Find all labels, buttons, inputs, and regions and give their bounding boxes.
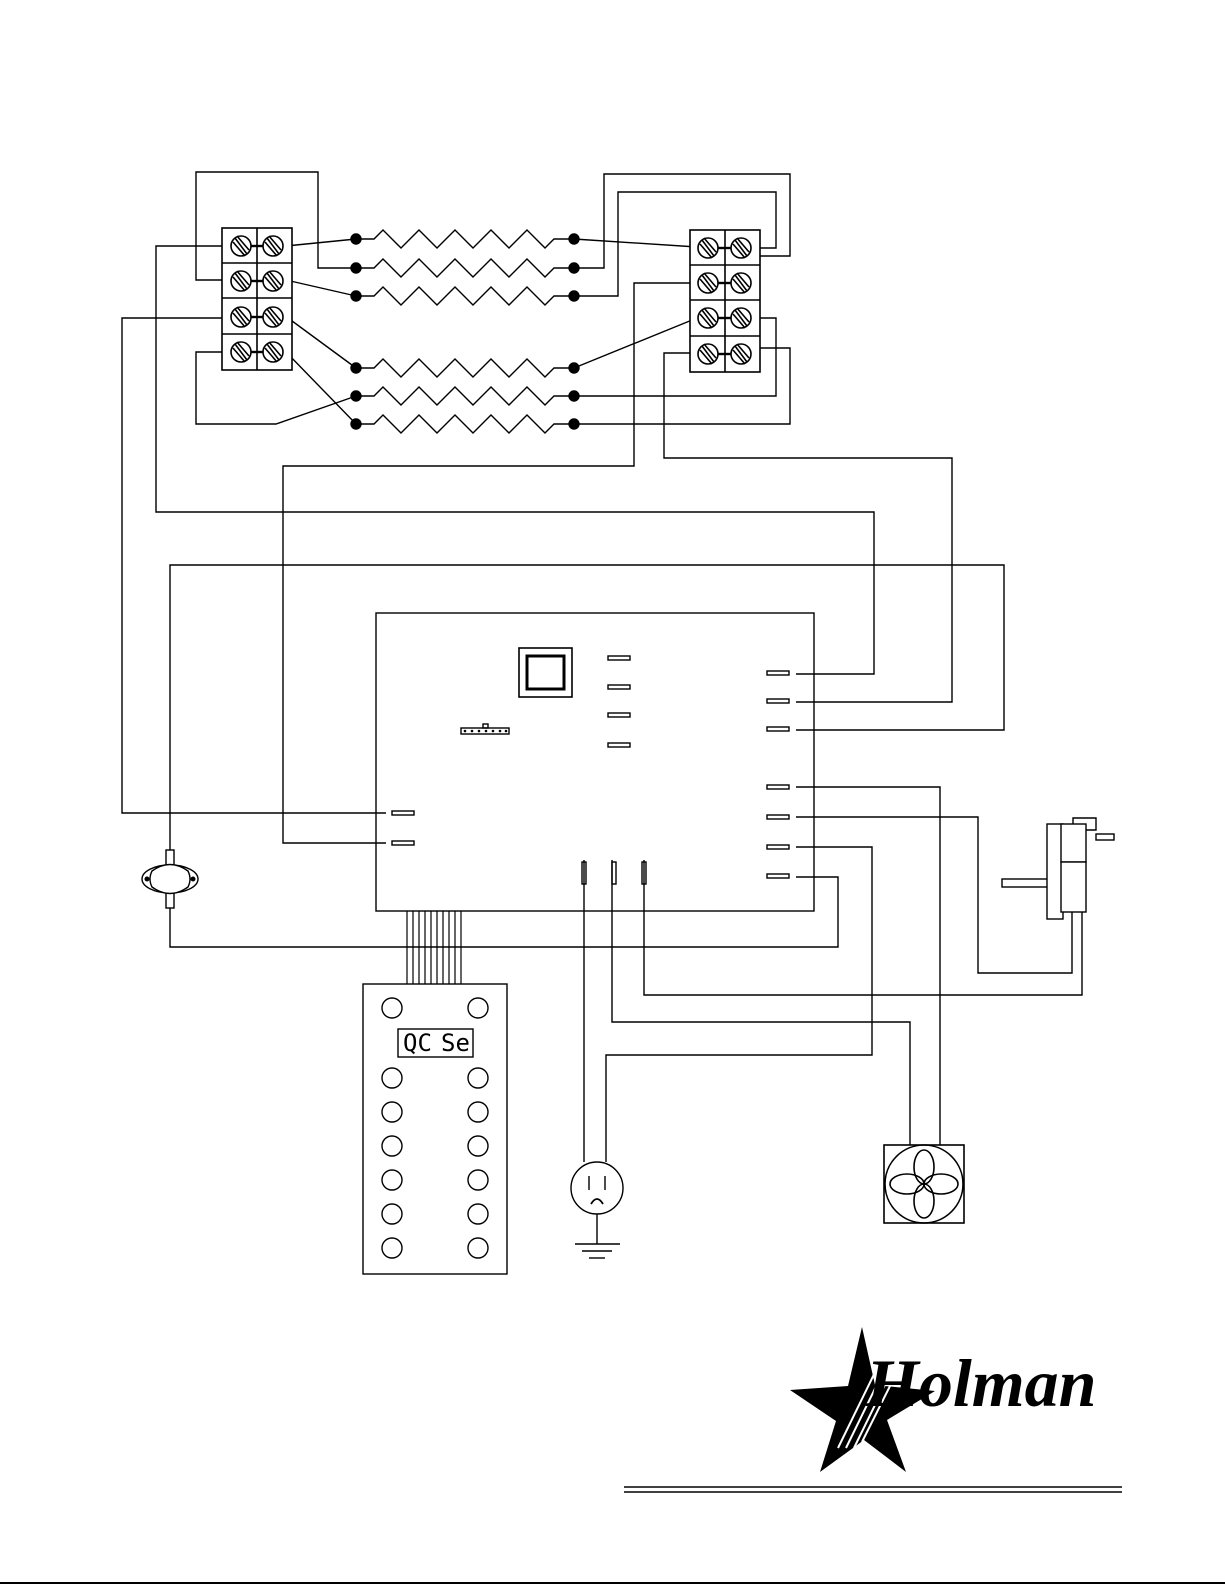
gear-motor xyxy=(1002,818,1114,919)
heating-element-6 xyxy=(351,415,579,433)
power-receptacle xyxy=(571,1162,623,1214)
heating-element-4 xyxy=(351,359,579,377)
thermal-switch xyxy=(142,850,198,908)
control-board xyxy=(376,613,814,911)
heating-element-3 xyxy=(351,287,579,305)
board-header-connector xyxy=(461,724,509,734)
keypad-display-right: Se xyxy=(441,1029,470,1057)
holman-logo: Holman xyxy=(790,1327,1097,1472)
ground-symbol xyxy=(575,1214,620,1258)
heating-element-2 xyxy=(351,259,579,277)
keypad-display-left: QC xyxy=(403,1029,432,1057)
heating-element-1 xyxy=(351,230,579,248)
board-spade-terminals xyxy=(392,656,789,884)
terminal-block-left xyxy=(222,228,292,370)
footer-rule xyxy=(624,1487,1122,1492)
relay-component xyxy=(519,648,572,697)
keypad xyxy=(363,984,507,1274)
terminal-block-right xyxy=(690,230,760,372)
heating-elements xyxy=(351,230,579,433)
holman-logo-text: Holman xyxy=(865,1345,1097,1421)
cooling-fan xyxy=(884,1145,964,1223)
heating-element-5 xyxy=(351,387,579,405)
